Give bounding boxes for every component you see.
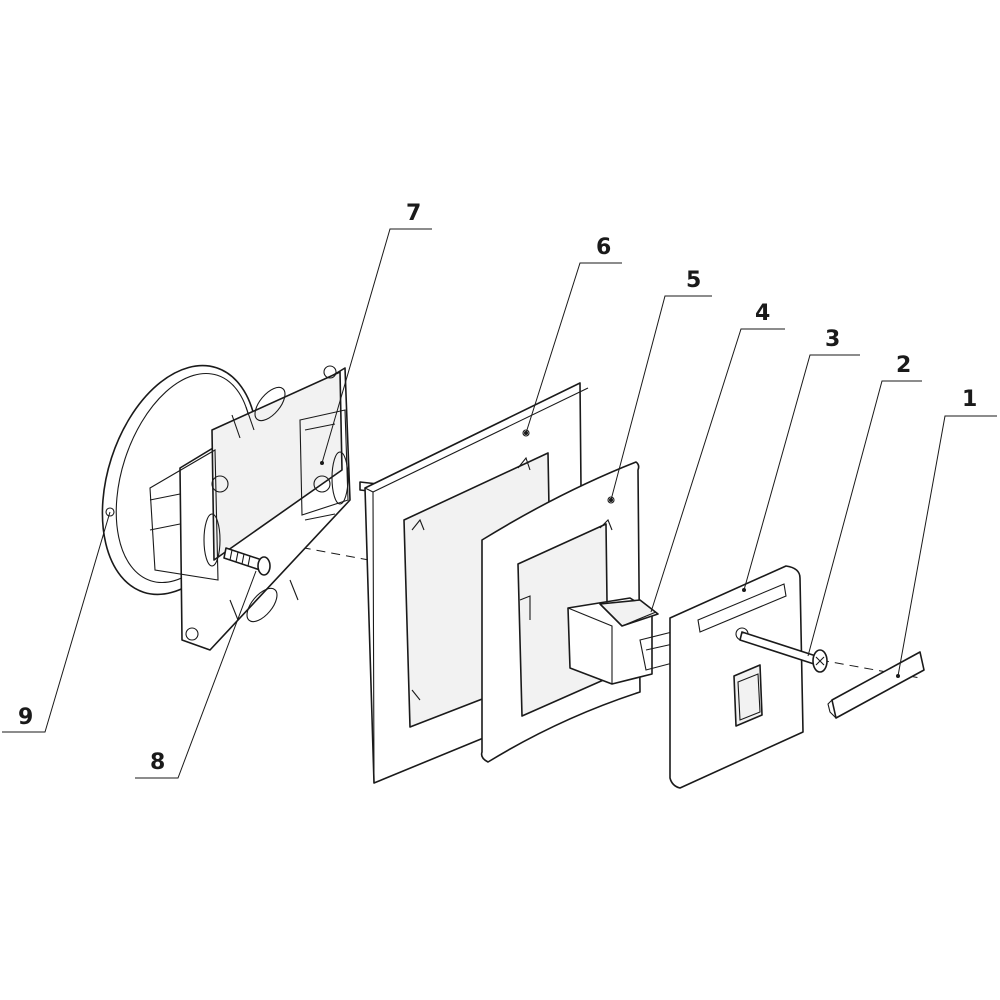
leader-6 xyxy=(525,262,622,434)
callout-4: 4 xyxy=(755,301,770,326)
leader-5 xyxy=(610,295,712,501)
callout-8: 8 xyxy=(150,750,165,775)
assembly-axis-front xyxy=(819,659,921,679)
leader-3 xyxy=(743,354,860,591)
leader-4 xyxy=(650,328,785,613)
callout-5: 5 xyxy=(686,268,701,293)
callout-2: 2 xyxy=(896,353,911,378)
part-2-central-screw xyxy=(739,631,828,673)
leader-8 xyxy=(135,570,257,779)
callout-3: 3 xyxy=(825,327,840,352)
part-7-mechanism-frame xyxy=(149,365,351,651)
part-1-label-cap xyxy=(827,651,925,719)
leader-2 xyxy=(807,380,922,657)
leader-7 xyxy=(321,228,432,464)
callout-9: 9 xyxy=(18,705,33,730)
leader-9 xyxy=(2,511,111,733)
part-3-cover-plate xyxy=(669,565,804,789)
leader-1 xyxy=(897,415,997,677)
leader-lines xyxy=(2,228,997,779)
callout-labels: 1 2 3 4 5 6 7 8 9 xyxy=(18,201,977,775)
callout-6: 6 xyxy=(596,235,611,260)
callout-1: 1 xyxy=(962,387,977,412)
part-4-data-module xyxy=(567,597,685,685)
callout-7: 7 xyxy=(406,201,421,226)
